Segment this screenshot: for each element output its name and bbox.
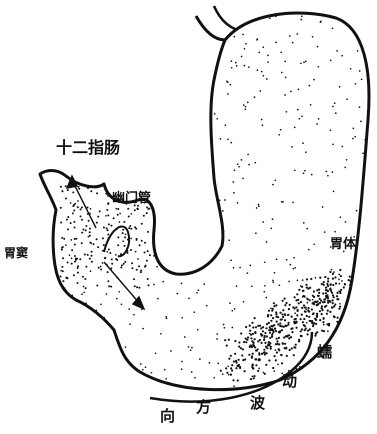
peristalsis-word-3: 波 xyxy=(250,396,265,411)
stomach-outline xyxy=(40,13,369,390)
esophagus-outline xyxy=(196,16,225,40)
peristalsis-word-1: 蠕 xyxy=(317,345,332,360)
peristalsis-word-5: 向 xyxy=(160,409,175,424)
peristalsis-word-4: 方 xyxy=(196,400,211,415)
label-pyloric-canal: 幽门管 xyxy=(112,192,151,205)
label-stomach-body: 胃体 xyxy=(330,238,356,251)
label-duodenum: 十二指肠 xyxy=(56,140,120,156)
peristalsis-word-2: 动 xyxy=(282,374,297,389)
label-pyloric-antrum: 胃窦 xyxy=(4,247,28,259)
